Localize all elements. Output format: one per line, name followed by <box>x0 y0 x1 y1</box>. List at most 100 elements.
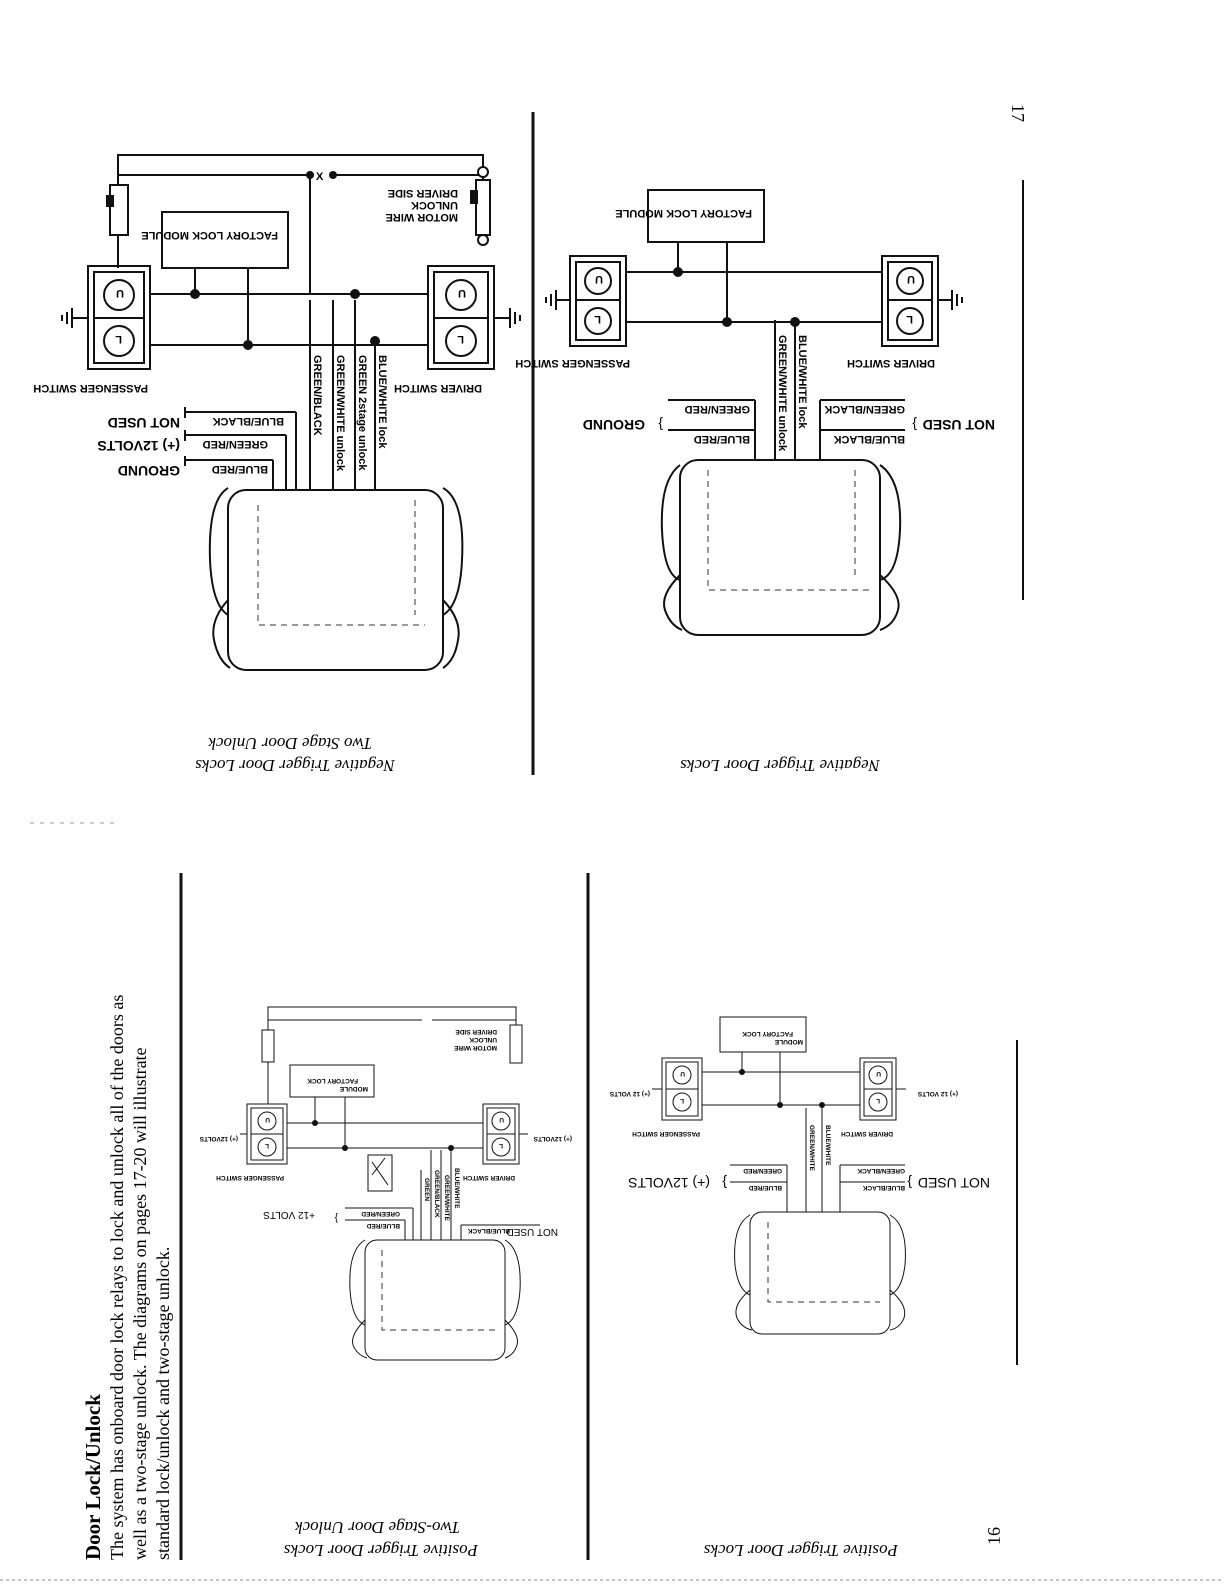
diagram1-pass-unlock-glyph: U <box>116 287 124 299</box>
driver-motor-connector <box>475 179 491 236</box>
diagram2-wire-label-3: GREEN/WHITE unlock <box>776 335 788 452</box>
diagram4-pass-lock-glyph: L <box>680 1097 684 1104</box>
diagram1-passenger-switch-label: PASSENGER SWITCH <box>33 382 148 394</box>
left-page: 16 Door Lock/Unlock The system has onboa… <box>0 873 1224 1581</box>
diagram1-cut-mark: X <box>316 171 324 183</box>
diagram3-not-used: NOT USED <box>507 1226 559 1237</box>
factory-lock-module-box-4 <box>719 1016 807 1053</box>
diagram4-passenger-switch-label: PASSENGER SWITCH <box>632 1130 700 1137</box>
diagram1-wire-label-4: GREEN/BLACK <box>311 355 323 436</box>
diagram2-wire-label-4: BLUE/WHITE lock <box>796 335 808 429</box>
diagram3-caption-line2: Two-Stage Door Unlock <box>295 1518 460 1537</box>
page-number-16: 16 <box>984 1527 1004 1545</box>
diagram4-driver-lock-glyph: L <box>876 1097 880 1104</box>
diagram4-volts-brace: } <box>722 1175 727 1191</box>
alarm-module-2 <box>660 459 902 636</box>
diagram1-wire-label-5: GREEN/WHITE unlock <box>334 355 346 472</box>
diagram1-wire-label-6: GREEN 2stage unlock <box>356 355 368 471</box>
diagram4-not-used-brace: } <box>907 1175 912 1191</box>
alarm-module-3 <box>364 1239 506 1361</box>
diagram4-wire-2: GREEN/RED <box>743 1167 782 1174</box>
diagram4-pass-volts: (+) 12 VOLTS <box>609 1090 650 1097</box>
diagram3-plus12-brace: } <box>334 1212 338 1223</box>
diagram2-wire-label-6: BLUE/BLACK <box>833 433 905 445</box>
diagram1-driver-side-unlock-wire: DRIVER SIDE UNLOCK MOTOR WIRE <box>385 187 458 223</box>
diagram4-big-volts: (+) 12VOLTS <box>628 1175 710 1191</box>
diagram4-wire-6: BLUE/BLACK <box>862 1184 905 1191</box>
diagram2-ground-brace: } <box>658 417 663 433</box>
diagram3-wire-6: GREEN/WHITE <box>443 1175 450 1222</box>
diagram2-driver-lock-glyph: L <box>906 313 913 325</box>
diagram2-passenger-switch-label: PASSENGER SWITCH <box>515 357 630 369</box>
body-line-2: well as a two-stage unlock. The diagrams… <box>130 1047 150 1560</box>
diagram4-not-used: NOT USED <box>918 1175 990 1191</box>
diagram2-pass-lock-glyph: L <box>594 313 601 325</box>
driver-motor-3 <box>509 1024 523 1064</box>
diagram1-wire-note-3: NOT USED <box>108 415 180 431</box>
diagram3-caption-line1: Positive Trigger Door Locks <box>284 1541 479 1560</box>
diagram4-driver-switch-label: DRIVER SWITCH <box>841 1130 893 1137</box>
diagram4-pass-unlock-glyph: U <box>680 1070 685 1077</box>
diagram1-wire-note-2: (+) 12VOLTS <box>97 438 180 454</box>
diagram3-pass-lock-glyph: L <box>265 1142 269 1149</box>
diagram1-caption-line1: Negative Trigger Door Locks <box>195 756 396 775</box>
diagram2-wire-label-5: GREEN/BLACK <box>824 403 905 415</box>
diagram3-wire-5: GREEN/BLACK <box>433 1170 440 1218</box>
diagram1-wire-label-1: BLUE/RED <box>212 463 268 475</box>
diagram4-driver-volts: (+) 12 VOLTS <box>917 1090 958 1097</box>
diagram3-factory-lock-module: FACTORY LOCK MODULE <box>305 1077 368 1092</box>
diagram3-driver-lock-glyph: L <box>499 1142 503 1149</box>
alarm-module-4 <box>749 1211 891 1335</box>
alarm-module <box>208 487 464 671</box>
diagram3-wire-7: BLUE/WHITE <box>453 1168 460 1209</box>
diagram3-driver-switch-label: DRIVER SWITCH <box>463 1174 515 1181</box>
diagram4-wire-3: GREEN/WHITE <box>808 1125 815 1172</box>
factory-lock-module-box <box>161 211 289 269</box>
section-heading: Door Lock/Unlock <box>81 1394 105 1560</box>
diagram3-driver-unlock-glyph: U <box>499 1116 504 1123</box>
diagram1-caption-line2: Two Stage Door Unlock <box>208 734 372 753</box>
diagram1-wire-note-1: GROUND <box>118 463 180 479</box>
diagram-positive: Positive Trigger Door Locks BLUE/RED GRE… <box>609 1016 990 1560</box>
driver-switch: U L DRIVER SWITCH <box>394 265 521 394</box>
passenger-switch: U L PASSENGER SWITCH <box>33 265 151 394</box>
factory-lock-module-box-2 <box>647 189 765 243</box>
diagram-positive-two-stage: Positive Trigger Door Locks Two-Stage Do… <box>199 1006 572 1560</box>
diagram4-wire-1: BLUE/RED <box>748 1184 782 1191</box>
driver-switch-2: U L DRIVER SWITCH <box>847 255 963 369</box>
diagram1-wire-label-3: BLUE/BLACK <box>212 415 284 427</box>
wire-bundle <box>184 300 376 490</box>
diagram2-not-used-label: NOT USED <box>923 417 995 433</box>
body-line-1: The system has onboard door lock relays … <box>107 995 127 1560</box>
diagram1-factory-lock-module: FACTORY LOCK MODULE <box>141 229 278 241</box>
page-number-17: 17 <box>1008 104 1028 122</box>
diagram4-wire-4: BLUE/WHITE <box>824 1125 831 1166</box>
diagram1-wire-label-7: BLUE/WHITE lock <box>376 355 388 449</box>
diagram3-wire-3: BLUE/BLACK <box>467 1227 510 1234</box>
diagram2-driver-switch-label: DRIVER SWITCH <box>847 357 935 369</box>
diagram1-wire-label-2: GREEN/RED <box>203 438 268 450</box>
diagram2-caption: Negative Trigger Door Locks <box>680 756 881 775</box>
diagram2-driver-unlock-glyph: U <box>907 273 915 285</box>
diagram4-driver-unlock-glyph: U <box>876 1070 881 1077</box>
diagram3-driver-volts: (+) 12VOLTS <box>533 1135 572 1142</box>
diagram3-driver-side-unlock-wire: DRIVER SIDE UNLOCK MOTOR WIRE <box>453 1028 497 1051</box>
factory-lock-module-box-3 <box>289 1064 375 1098</box>
diagram1-driver-unlock-glyph: U <box>458 287 466 299</box>
diagram2-not-used-brace: } <box>912 417 917 433</box>
diagram4-caption: Positive Trigger Door Locks <box>704 1541 899 1560</box>
diagram3-pass-unlock-glyph: U <box>265 1116 270 1123</box>
diagram3-passenger-switch-label: PASSENGER SWITCH <box>216 1174 284 1181</box>
right-page: 17 Negative Trigger Door Locks Two Stage… <box>30 104 1028 824</box>
diagram2-wire-label-2: GREEN/RED <box>685 403 750 415</box>
diagram1-driver-lock-glyph: L <box>457 333 464 345</box>
diagram1-pass-lock-glyph: L <box>115 333 122 345</box>
diagram1-driver-switch-label: DRIVER SWITCH <box>394 382 482 394</box>
diagram4-wire-5: GREEN/BLACK <box>857 1167 905 1174</box>
body-line-3: standard lock/unlock and two-stage unloc… <box>153 1247 173 1560</box>
diagram4-factory-lock-module: FACTORY LOCK MODULE <box>740 1030 803 1045</box>
diagram3-plus12: +12 VOLTS <box>263 1209 315 1220</box>
passenger-motor-3 <box>261 1029 275 1063</box>
diagram2-wire-label-1: BLUE/RED <box>694 433 750 445</box>
